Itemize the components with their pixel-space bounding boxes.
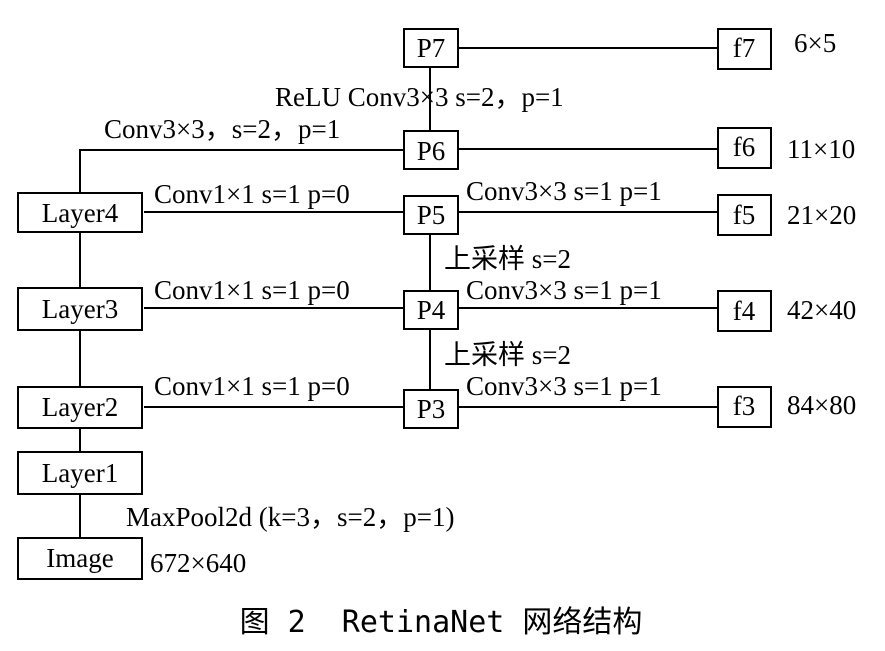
node-f6: f6 xyxy=(717,127,772,169)
f7-size-label: 6×5 xyxy=(794,28,836,58)
p4-to-f4-label: Conv3×3 s=1 p=1 xyxy=(466,275,662,305)
p6-to-p7-label: ReLU Conv3×3 s=2，p=1 xyxy=(275,82,564,112)
p5-to-f5-label: Conv3×3 s=1 p=1 xyxy=(466,176,662,206)
layer2-to-p3-label: Conv1×1 s=1 p=0 xyxy=(154,371,350,401)
node-p3: P3 xyxy=(403,389,459,429)
node-f4-label: f4 xyxy=(733,296,756,326)
node-f7: f7 xyxy=(717,28,772,70)
node-layer2: Layer2 xyxy=(17,386,143,429)
layer3-to-p4-label: Conv1×1 s=1 p=0 xyxy=(154,275,350,305)
f6-size-label: 11×10 xyxy=(787,134,855,164)
figure-caption: 图 2 RetinaNet 网络结构 xyxy=(240,605,643,640)
node-p7: P7 xyxy=(403,28,459,68)
node-p7-label: P7 xyxy=(417,33,446,63)
node-layer3-label: Layer3 xyxy=(42,294,118,324)
node-f3-label: f3 xyxy=(733,391,756,421)
node-p6-label: P6 xyxy=(417,136,446,166)
node-layer4: Layer4 xyxy=(17,192,143,233)
f4-size-label: 42×40 xyxy=(787,295,856,325)
node-p4-label: P4 xyxy=(417,295,446,325)
node-p6: P6 xyxy=(403,130,459,170)
node-layer2-label: Layer2 xyxy=(42,392,118,422)
image-to-layer1-label: MaxPool2d (k=3，s=2，p=1) xyxy=(126,502,454,532)
node-f5-label: f5 xyxy=(733,200,756,230)
node-image-label: Image xyxy=(46,543,113,573)
node-p4: P4 xyxy=(403,290,459,330)
node-image: Image xyxy=(17,537,143,580)
image-size-label: 672×640 xyxy=(150,548,246,578)
node-p5-label: P5 xyxy=(417,200,446,230)
node-p5: P5 xyxy=(403,195,459,235)
p4-to-p3-label: 上采样 s=2 xyxy=(444,340,571,370)
node-f6-label: f6 xyxy=(733,132,756,162)
node-f5: f5 xyxy=(717,194,772,236)
node-f4: f4 xyxy=(717,290,772,332)
p5-to-p4-label: 上采样 s=2 xyxy=(444,244,571,274)
node-layer1: Layer1 xyxy=(17,451,143,495)
node-f3: f3 xyxy=(717,386,772,428)
layer4-to-p5-label: Conv1×1 s=1 p=0 xyxy=(154,179,350,209)
layer4-to-p6-line xyxy=(79,149,404,193)
node-f7-label: f7 xyxy=(733,33,756,63)
layer4-to-p6-label: Conv3×3，s=2，p=1 xyxy=(104,114,340,144)
node-layer4-label: Layer4 xyxy=(42,198,119,228)
node-layer1-label: Layer1 xyxy=(42,458,118,488)
p3-to-f3-label: Conv3×3 s=1 p=1 xyxy=(466,371,662,401)
f5-size-label: 21×20 xyxy=(787,200,856,230)
f3-size-label: 84×80 xyxy=(787,390,856,420)
node-p3-label: P3 xyxy=(417,394,446,424)
connector-lines xyxy=(79,47,718,538)
node-layer3: Layer3 xyxy=(17,287,143,331)
